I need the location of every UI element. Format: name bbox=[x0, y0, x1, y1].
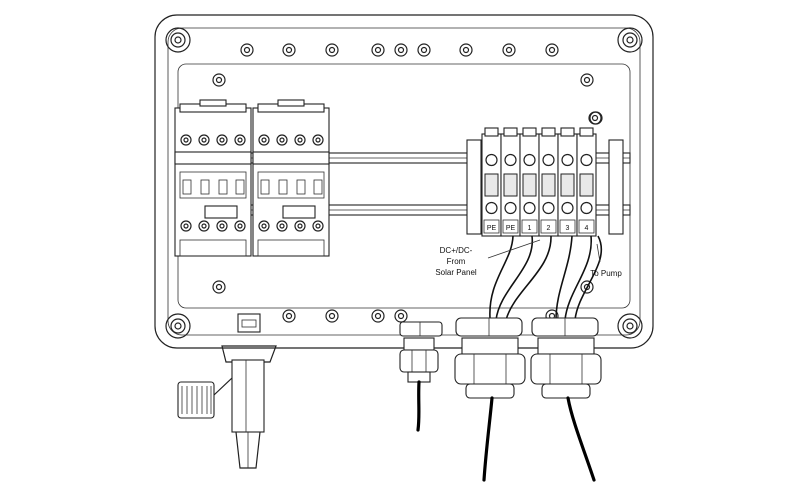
terminal-screw-bottom bbox=[542, 201, 555, 215]
terminal-block: PE bbox=[481, 127, 502, 237]
terminal-lever bbox=[541, 173, 556, 197]
dc-leader bbox=[487, 239, 541, 259]
terminal-screw-bottom bbox=[504, 201, 517, 215]
end-stop-screw bbox=[589, 111, 603, 125]
terminal-lever bbox=[560, 173, 575, 197]
terminal-screw-top bbox=[580, 153, 593, 167]
terminal-label: 3 bbox=[566, 225, 570, 232]
terminal-label-box bbox=[540, 219, 557, 234]
terminal-label-box bbox=[559, 219, 576, 234]
terminal-blocks: PE PE 1 2 3 4 bbox=[481, 127, 597, 237]
top-mounting-holes bbox=[240, 43, 559, 57]
terminal-lever bbox=[484, 173, 499, 197]
terminal-label-box bbox=[521, 219, 538, 234]
terminal-screw-bottom bbox=[485, 201, 498, 215]
terminal-end-plate-right bbox=[608, 139, 624, 235]
terminal-screw-bottom bbox=[580, 201, 593, 215]
dc-label-line2: From bbox=[447, 257, 466, 266]
bottom-mounting-holes bbox=[282, 309, 559, 323]
terminal-lever bbox=[503, 173, 518, 197]
terminal-label-box bbox=[483, 219, 500, 234]
terminal-label: PE bbox=[506, 225, 516, 232]
terminal-end-plate-left bbox=[466, 139, 482, 235]
pump-leader bbox=[596, 243, 601, 263]
cable-gland-left bbox=[454, 337, 526, 482]
terminal-block: PE bbox=[500, 127, 521, 237]
terminal-cap bbox=[503, 127, 518, 137]
contactor-left bbox=[174, 99, 252, 257]
terminal-block: 1 bbox=[519, 127, 540, 237]
terminal-cap bbox=[560, 127, 575, 137]
cable-gland-right bbox=[530, 337, 602, 482]
gland-bosses bbox=[399, 317, 599, 337]
terminal-block: 4 bbox=[576, 127, 597, 237]
terminal-screw-top bbox=[485, 153, 498, 167]
terminal-block: 2 bbox=[538, 127, 559, 237]
corner-screws bbox=[165, 27, 643, 339]
terminal-block: 3 bbox=[557, 127, 578, 237]
terminal-label-box bbox=[578, 219, 595, 234]
terminal-lever bbox=[522, 173, 537, 197]
bottom-switch bbox=[221, 313, 277, 469]
terminal-cap bbox=[522, 127, 537, 137]
terminal-label: 2 bbox=[547, 225, 551, 232]
terminal-cap bbox=[541, 127, 556, 137]
small-cable-gland bbox=[399, 337, 439, 432]
terminal-lever bbox=[579, 173, 594, 197]
contactor-right bbox=[252, 99, 330, 257]
terminal-screw-top bbox=[542, 153, 555, 167]
terminal-screw-bottom bbox=[523, 201, 536, 215]
terminal-label: PE bbox=[487, 225, 497, 232]
terminal-screw-top bbox=[504, 153, 517, 167]
terminal-screw-bottom bbox=[561, 201, 574, 215]
internal-wires bbox=[489, 235, 603, 321]
terminal-cap bbox=[484, 127, 499, 137]
terminal-label: 1 bbox=[528, 225, 532, 232]
dc-label-line1: DC+/DC- bbox=[440, 246, 473, 255]
breather-cap bbox=[177, 377, 233, 419]
terminal-screw-top bbox=[523, 153, 536, 167]
to-pump-label: To Pump bbox=[590, 269, 622, 278]
terminal-cap bbox=[579, 127, 594, 137]
dc-label-line3: Solar Panel bbox=[435, 268, 477, 277]
terminal-label: 4 bbox=[585, 225, 589, 232]
plate-holes-bottom bbox=[212, 280, 594, 294]
terminal-label-box bbox=[502, 219, 519, 234]
terminal-screw-top bbox=[561, 153, 574, 167]
